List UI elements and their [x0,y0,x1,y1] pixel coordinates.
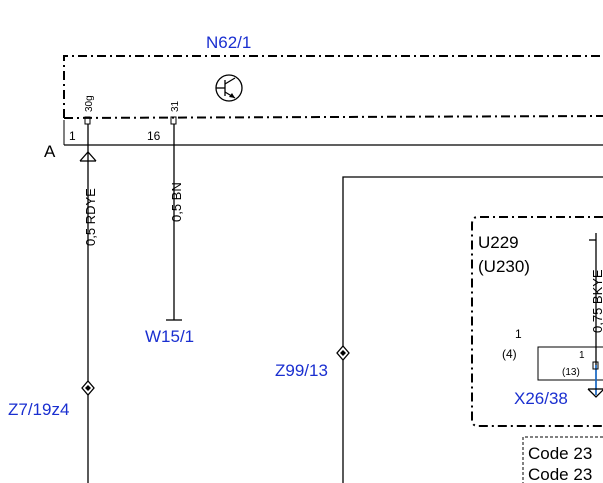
wire-bkye[interactable]: 0,75 BKYE X26/38 [514,233,603,408]
bus-a-label: A [44,142,56,161]
wire-z99[interactable]: Z99/13 [275,176,603,483]
code-line-2: Code 23 [528,465,592,483]
code-box: Code 23 Code 23 [522,436,603,483]
bus-a: A 1 16 [44,120,603,161]
pin-30g-label: 30g [84,95,95,112]
code-line-1: Code 23 [528,444,592,463]
u229-dashed-border [471,216,603,427]
u229-pin-alt-label: (4) [502,347,517,361]
wire-rdye[interactable]: 0,5 RDYE Z7/19z4 [8,124,98,483]
u229-module: U229 (U230) 1 (4) 1 (13) [471,216,603,427]
code-box-border [522,436,603,483]
x26-pin-alt-label: (13) [562,367,580,378]
x26-pin-label: 1 [579,350,585,361]
x26-label[interactable]: X26/38 [514,389,568,408]
n62-dashed-border-top [63,55,603,118]
u229-label[interactable]: U229 [478,233,519,252]
wire-bn[interactable]: 0,5 BN W15/1 [145,124,194,346]
transistor-icon [215,74,243,102]
pin-1-label: 1 [69,129,76,143]
u230-label[interactable]: (U230) [478,257,530,276]
z99-label[interactable]: Z99/13 [275,361,328,380]
n62-module: N62/1 30g 31 [63,33,603,125]
wire-rdye-label: 0,5 RDYE [83,188,98,246]
w15-label[interactable]: W15/1 [145,327,194,346]
wire-bn-label: 0,5 BN [169,182,184,222]
z7-label[interactable]: Z7/19z4 [8,400,69,419]
wire-bkye-label: 0,75 BKYE [590,269,603,333]
x26-connector-box [537,346,603,381]
u229-pin-label: 1 [515,327,522,341]
n62-label[interactable]: N62/1 [206,33,251,52]
pin-16-label: 16 [147,129,161,143]
pin-31-label: 31 [170,100,181,112]
n62-dashed-border-bottom [63,115,603,119]
